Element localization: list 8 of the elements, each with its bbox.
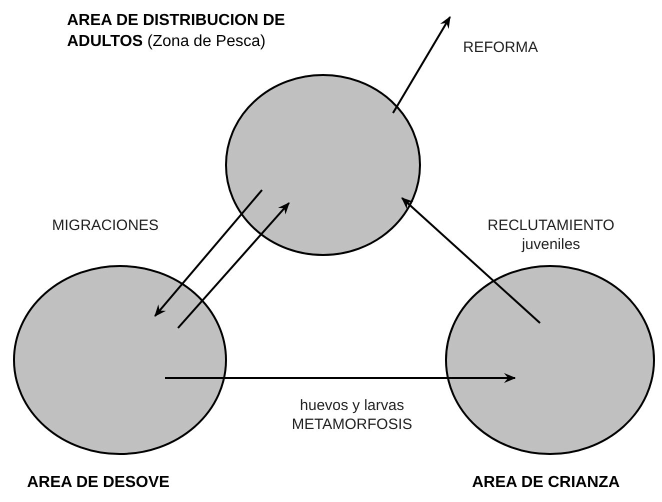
- arrow: [165, 373, 516, 383]
- arrow: [401, 197, 541, 324]
- area-heading: AREA DE DESOVE: [27, 473, 171, 493]
- arrow: [392, 16, 451, 114]
- area-heading: AREA DE DISTRIBUCION DE ADULTOS (Zona de Pesca): [67, 11, 286, 52]
- arrow: [154, 189, 263, 317]
- area-heading: AREA DE CRIANZA: [472, 473, 621, 493]
- arrow: [177, 202, 290, 329]
